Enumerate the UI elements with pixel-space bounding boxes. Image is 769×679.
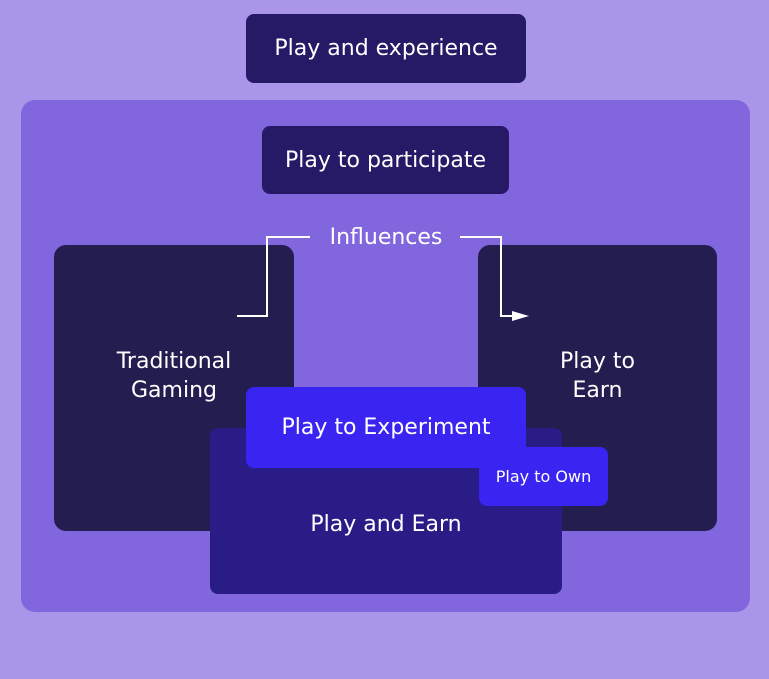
influences-label: Influences xyxy=(329,224,443,250)
play-to-participate-label: Play to participate xyxy=(285,147,486,173)
play-and-earn-label: Play and Earn xyxy=(310,511,462,537)
play-and-experience-label: Play and experience xyxy=(274,36,498,61)
play-to-experiment-label: Play to Experiment xyxy=(281,415,491,440)
traditional-gaming-label: Traditional Gaming xyxy=(116,349,232,403)
influences-label-container: Influences xyxy=(322,220,450,254)
play-to-own-label: Play to Own xyxy=(495,467,592,486)
play-to-participate-box: Play to participate xyxy=(262,126,509,194)
influence-line-right xyxy=(460,236,514,317)
influence-line-left xyxy=(237,236,310,317)
play-and-experience-box: Play and experience xyxy=(246,14,526,83)
play-to-own-box: Play to Own xyxy=(479,447,608,506)
play-to-earn-label: Play to Earn xyxy=(560,349,635,403)
arrowhead-icon xyxy=(512,311,529,321)
